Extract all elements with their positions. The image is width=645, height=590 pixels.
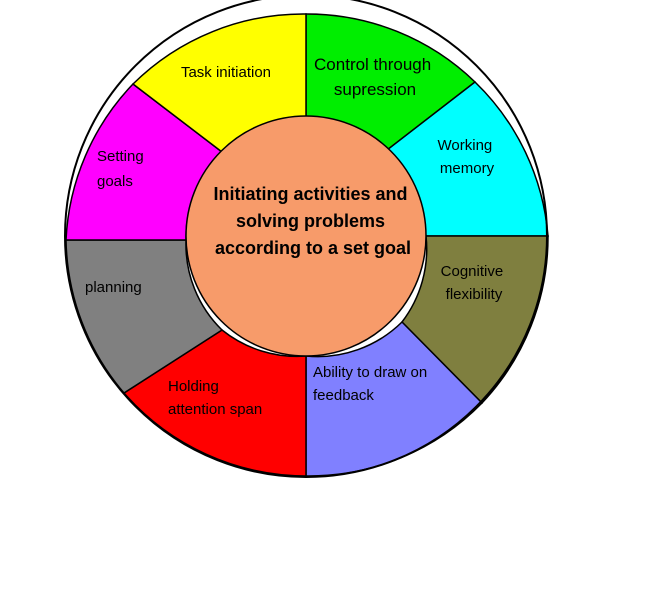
label-task-initiation: Task initiation: [181, 64, 271, 81]
center-circle: [185, 115, 427, 357]
label-ability-to-draw-on-feedback: Ability to draw on feedback: [313, 364, 431, 404]
label-planning: planning: [85, 279, 142, 296]
label-working-memory: Working memory: [438, 137, 497, 177]
center-label-line-1: Initiating activities and: [213, 184, 407, 204]
center-label: Initiating activities and solving proble…: [213, 184, 412, 258]
label-cognitive-flexibility: Cognitive flexibility: [441, 263, 508, 303]
center-label-line-2: solving problems: [236, 211, 385, 231]
label-holding-attention-span: Holding attention span: [168, 378, 262, 418]
label-setting-goals: Setting goals: [97, 148, 148, 190]
outer-ring-outline: [64, 0, 548, 478]
label-control-through-supression: Control through supression: [314, 55, 436, 99]
segment-ring: [65, 13, 549, 477]
center-label-line-3: according to a set goal: [215, 238, 411, 258]
